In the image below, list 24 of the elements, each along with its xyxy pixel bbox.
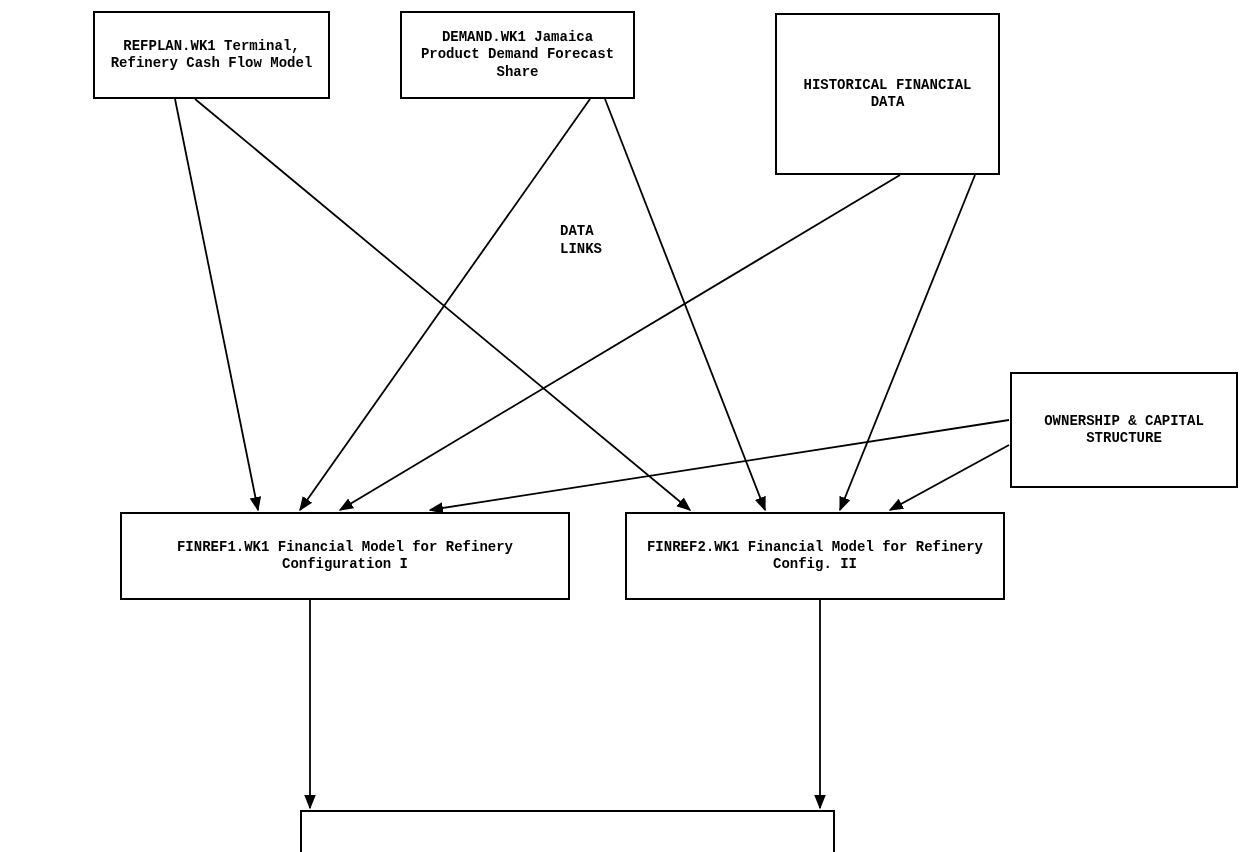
data-box	[775, 13, 1000, 175]
arrow	[604, 98, 766, 512]
arrow	[174, 98, 262, 512]
node-text: HISTORICAL FINANCIAL DATA	[802, 76, 973, 112]
node-text: FINREF2.WK1 Financial Model for Refinery Config. II	[645, 538, 985, 574]
model-box	[625, 512, 1005, 600]
arrow	[299, 98, 591, 512]
node-text: FINREF1.WK1 Financial Model for Refinery Configuration I	[175, 538, 515, 574]
node-text: DEMAND.WK1 Jamaica Product Demand Forecast Share	[419, 28, 616, 82]
output-box	[300, 810, 835, 852]
file-box	[93, 11, 330, 99]
arrow	[304, 599, 316, 810]
arrow	[338, 174, 901, 511]
data-box	[1010, 372, 1238, 488]
arrow	[814, 599, 826, 810]
arrow	[839, 174, 976, 512]
arrow	[428, 419, 1010, 514]
node-text: REFPLAN.WK1 Terminal, Refinery Cash Flow Model	[109, 37, 314, 73]
arrow	[194, 98, 692, 511]
node-text: OWNERSHIP & CAPITAL STRUCTURE	[1043, 412, 1205, 448]
arrow	[888, 444, 1010, 511]
model-box	[120, 512, 570, 600]
file-box	[400, 11, 635, 99]
annotation-text: DATA LINKS	[560, 222, 603, 259]
